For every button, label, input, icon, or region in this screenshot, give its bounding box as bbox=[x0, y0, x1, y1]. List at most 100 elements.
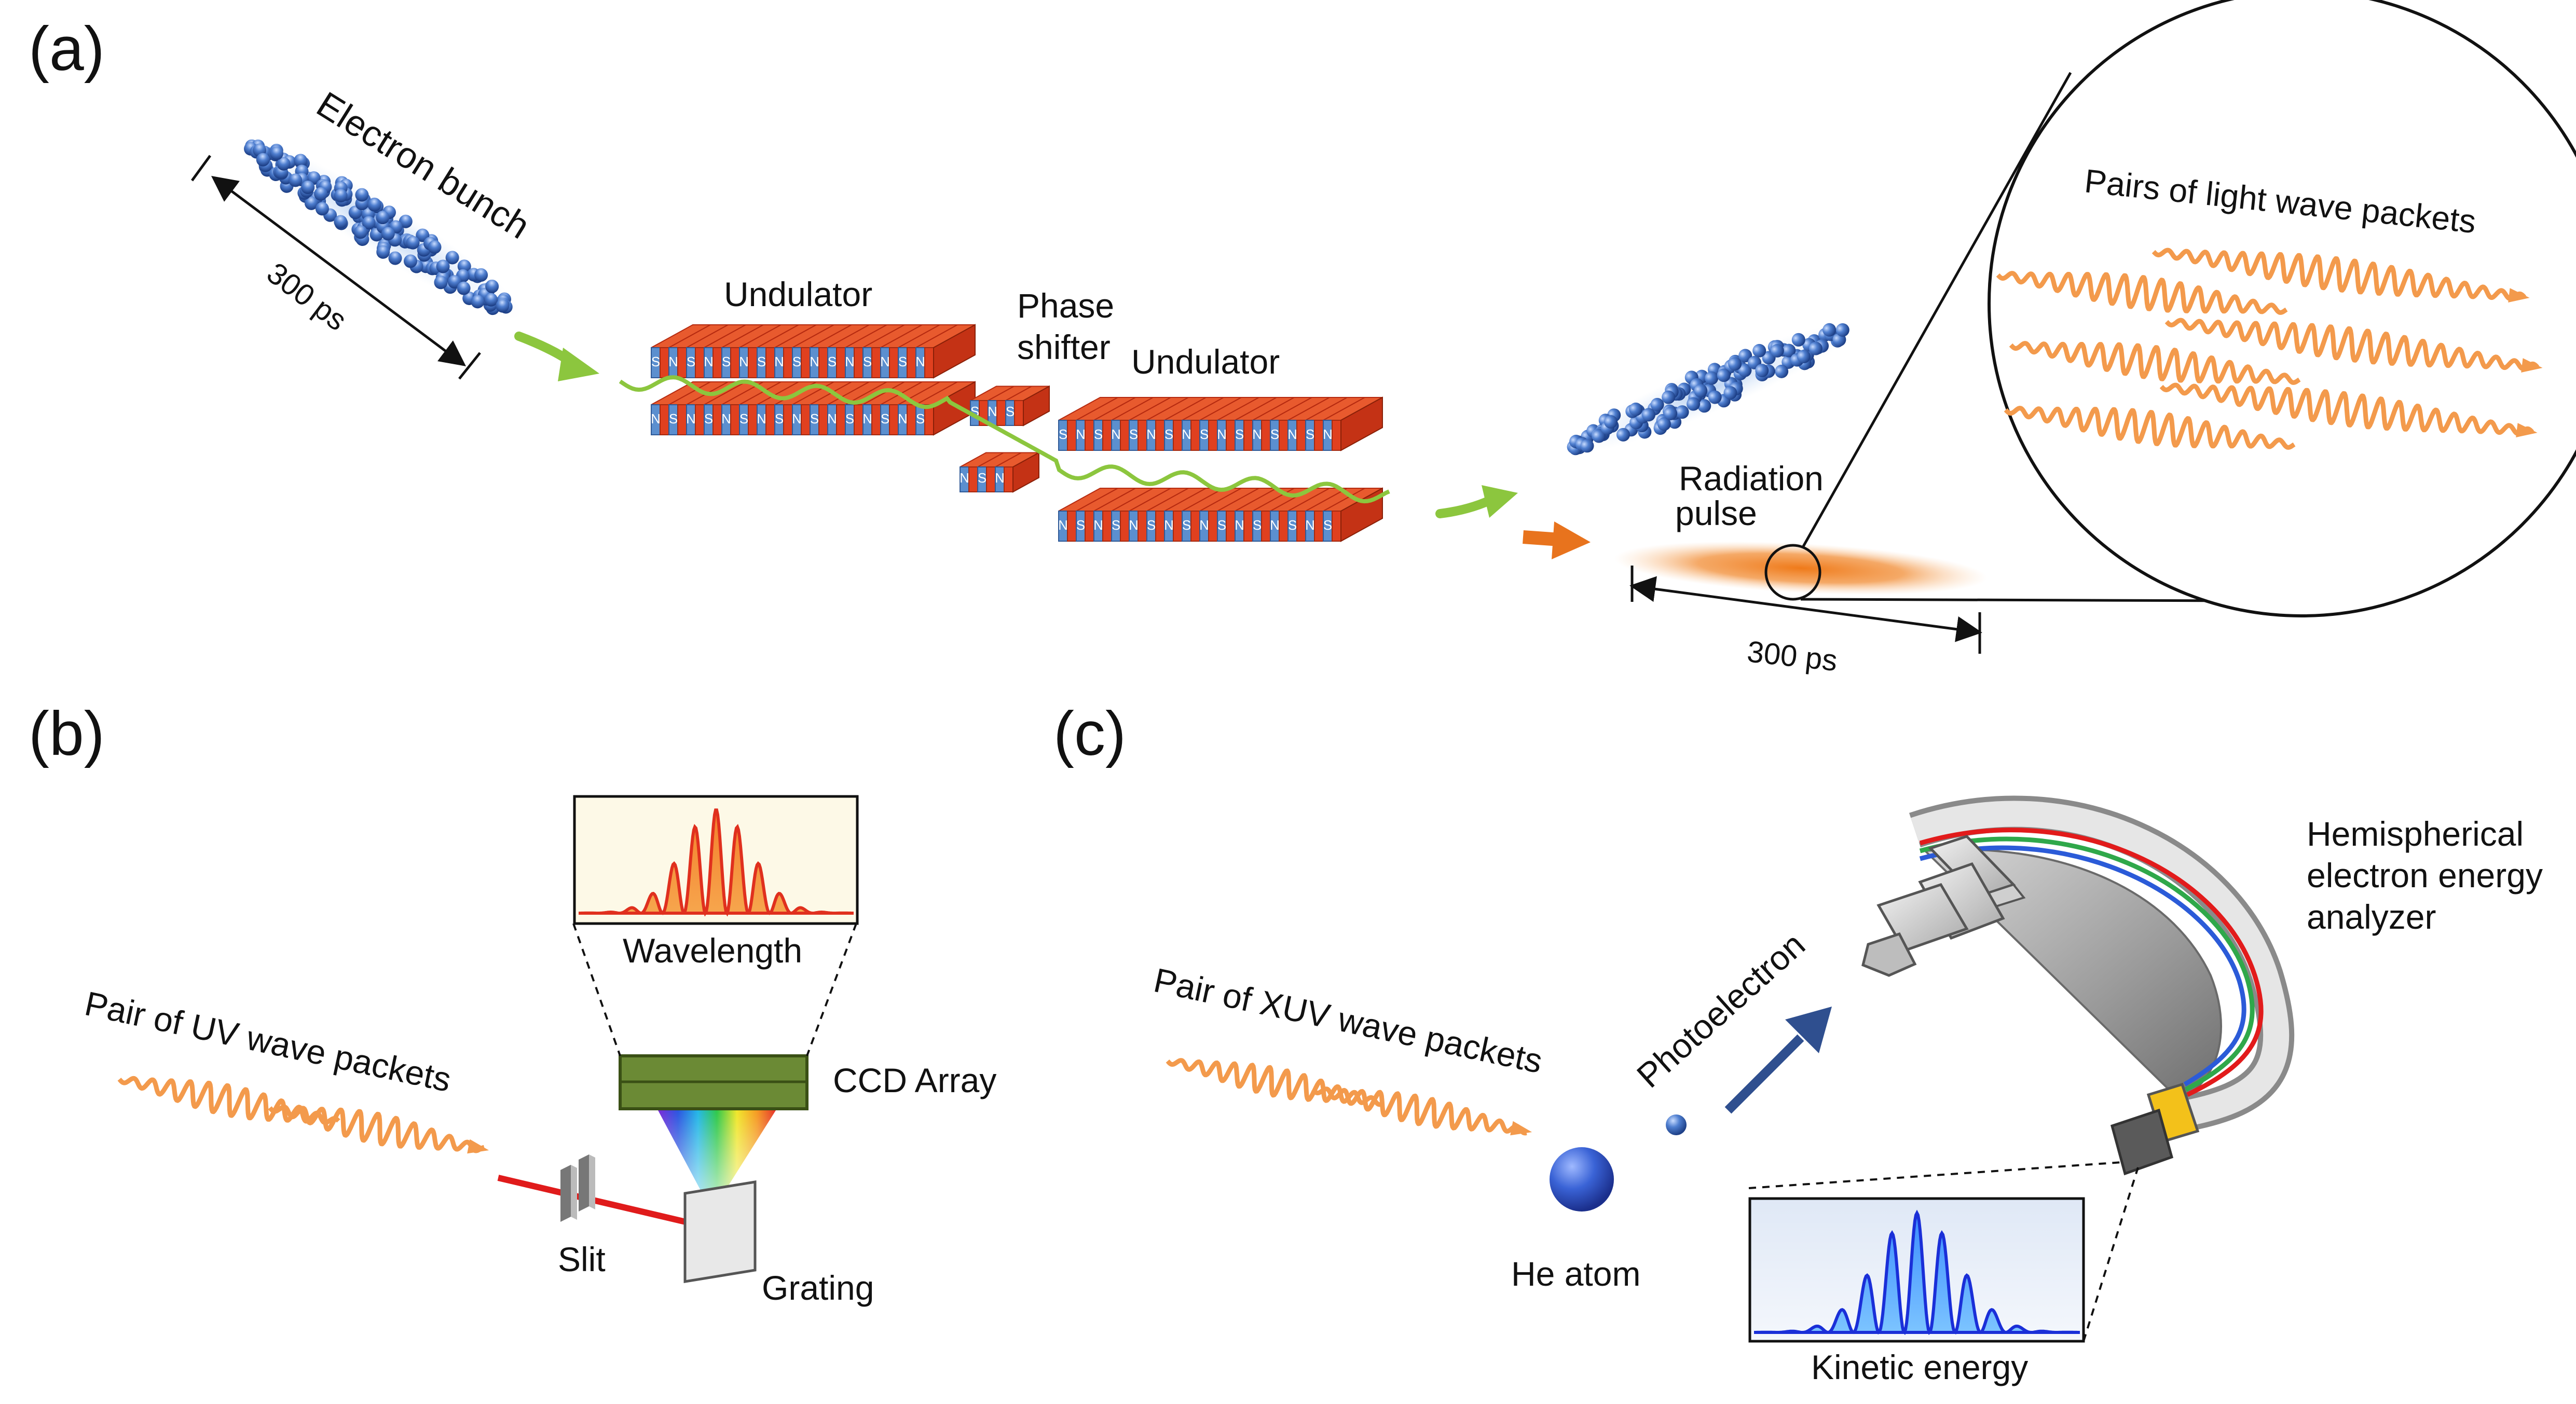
analyzer-label-1: Hemispherical bbox=[2307, 815, 2524, 853]
magnet-icon: N bbox=[1199, 488, 1259, 542]
magnet-icon: S bbox=[1270, 397, 1330, 451]
he-atom-icon bbox=[1550, 1147, 1614, 1212]
undulator-1-label: Undulator bbox=[724, 275, 872, 313]
magnet-icon: N bbox=[915, 324, 976, 378]
svg-text:N: N bbox=[960, 470, 969, 486]
magnet-icon: N bbox=[1182, 397, 1242, 451]
wave-packet-icon bbox=[2004, 406, 2296, 450]
magnet-icon: S bbox=[1076, 488, 1136, 542]
svg-text:N: N bbox=[651, 411, 661, 426]
svg-text:N: N bbox=[757, 411, 766, 426]
svg-text:S: S bbox=[1094, 426, 1103, 442]
svg-text:S: S bbox=[1323, 517, 1332, 533]
svg-text:N: N bbox=[915, 354, 925, 369]
electron-icon bbox=[1738, 349, 1752, 363]
grating-icon bbox=[683, 1180, 757, 1283]
slit-label: Slit bbox=[558, 1240, 606, 1278]
svg-text:S: S bbox=[704, 411, 713, 426]
magnet-icon: N bbox=[810, 324, 870, 378]
svg-text:S: S bbox=[1129, 426, 1138, 442]
wave-packet-icon bbox=[2159, 382, 2534, 436]
electron-icon bbox=[1592, 429, 1606, 443]
svg-text:S: S bbox=[1200, 426, 1209, 442]
electron-icon bbox=[1604, 415, 1618, 429]
grating-label: Grating bbox=[762, 1269, 874, 1307]
magnet-icon: S bbox=[704, 381, 764, 435]
electron-icon bbox=[1717, 368, 1731, 382]
magnet-icon: N bbox=[1287, 397, 1348, 451]
magnet-icon: N bbox=[862, 381, 923, 435]
electron-icon bbox=[484, 293, 498, 307]
magnet-icon: S bbox=[1287, 488, 1348, 542]
svg-text:S: S bbox=[898, 354, 907, 369]
svg-text:S: S bbox=[792, 354, 801, 369]
electron-icon bbox=[1697, 399, 1711, 413]
svg-text:N: N bbox=[898, 411, 908, 426]
svg-text:S: S bbox=[978, 470, 986, 486]
svg-text:S: S bbox=[775, 411, 784, 426]
phase-shifter-label-1: Phase bbox=[1017, 286, 1114, 325]
undulator-2-label: Undulator bbox=[1131, 342, 1280, 381]
svg-text:N: N bbox=[1111, 426, 1121, 442]
pulse-duration-label: 300 ps bbox=[1746, 635, 1839, 678]
wave-packet-icon bbox=[2164, 318, 2539, 371]
magnet-icon: N bbox=[1217, 397, 1277, 451]
bunch-tick-end bbox=[458, 352, 481, 380]
svg-text:N: N bbox=[1287, 426, 1297, 442]
electron-icon bbox=[294, 154, 308, 168]
svg-text:N: N bbox=[1199, 517, 1209, 533]
electron-icon bbox=[1657, 417, 1671, 431]
electron-icon bbox=[1782, 343, 1796, 357]
electron-icon bbox=[1580, 439, 1594, 453]
magnet-icon: N bbox=[1076, 397, 1136, 451]
electron-icon bbox=[1666, 1114, 1687, 1135]
electron-icon bbox=[474, 268, 488, 282]
svg-text:S: S bbox=[722, 354, 731, 369]
svg-text:S: S bbox=[651, 354, 660, 369]
svg-text:N: N bbox=[1217, 426, 1227, 442]
magnet-icon: N bbox=[1111, 397, 1171, 451]
magnet-icon: S bbox=[880, 381, 940, 435]
svg-text:S: S bbox=[1112, 517, 1120, 533]
svg-text:N: N bbox=[1164, 517, 1174, 533]
magnet-icon: S bbox=[1111, 488, 1171, 542]
svg-text:S: S bbox=[916, 411, 925, 426]
wave-packet-icon bbox=[117, 1076, 340, 1125]
electron-icon bbox=[1708, 390, 1722, 404]
hemispherical-analyzer bbox=[1861, 795, 2295, 1176]
phase-shifter-label-2: shifter bbox=[1017, 328, 1111, 366]
svg-text:N: N bbox=[1058, 517, 1068, 533]
svg-text:S: S bbox=[1076, 517, 1085, 533]
svg-text:N: N bbox=[704, 354, 714, 369]
magnet-icon: S bbox=[1305, 397, 1365, 451]
magnet-icon: N bbox=[1235, 488, 1295, 542]
svg-text:N: N bbox=[1076, 426, 1086, 442]
electron-icon bbox=[1728, 357, 1742, 371]
magnet-icon: S bbox=[827, 324, 887, 378]
magnet-icon: N bbox=[1252, 397, 1312, 451]
pair-xuv-label: Pair of XUV wave packets bbox=[1150, 960, 1546, 1080]
magnet-icon: S bbox=[915, 381, 976, 435]
electron-icon bbox=[1755, 364, 1769, 378]
electron-icon bbox=[485, 279, 499, 293]
magnet-icon: N bbox=[1323, 397, 1383, 451]
panel-a-label: (a) bbox=[29, 14, 105, 84]
svg-text:N: N bbox=[1252, 426, 1262, 442]
svg-text:N: N bbox=[862, 411, 872, 426]
electron-icon bbox=[1723, 386, 1737, 400]
svg-text:S: S bbox=[1253, 517, 1262, 533]
electron-icon bbox=[1770, 343, 1784, 357]
zoom-line-lower bbox=[1800, 598, 2248, 602]
analyzer-label-2: electron energy bbox=[2307, 856, 2543, 894]
wavelength-spectrum bbox=[573, 795, 859, 925]
photoelectron-label: Photoelectron bbox=[1629, 925, 1812, 1095]
zoom-circle bbox=[1988, 0, 2576, 617]
electron-icon bbox=[1775, 364, 1789, 378]
electron-icon bbox=[270, 146, 284, 160]
svg-text:N: N bbox=[1305, 517, 1315, 533]
electron-icon bbox=[1738, 363, 1752, 377]
electron-icon-group bbox=[1567, 323, 1849, 456]
wave-packet-icon bbox=[2152, 247, 2526, 301]
svg-text:S: S bbox=[669, 411, 678, 426]
panel-b: (b) Pair of UV wave packets Slit CCD Arr… bbox=[29, 699, 996, 1307]
